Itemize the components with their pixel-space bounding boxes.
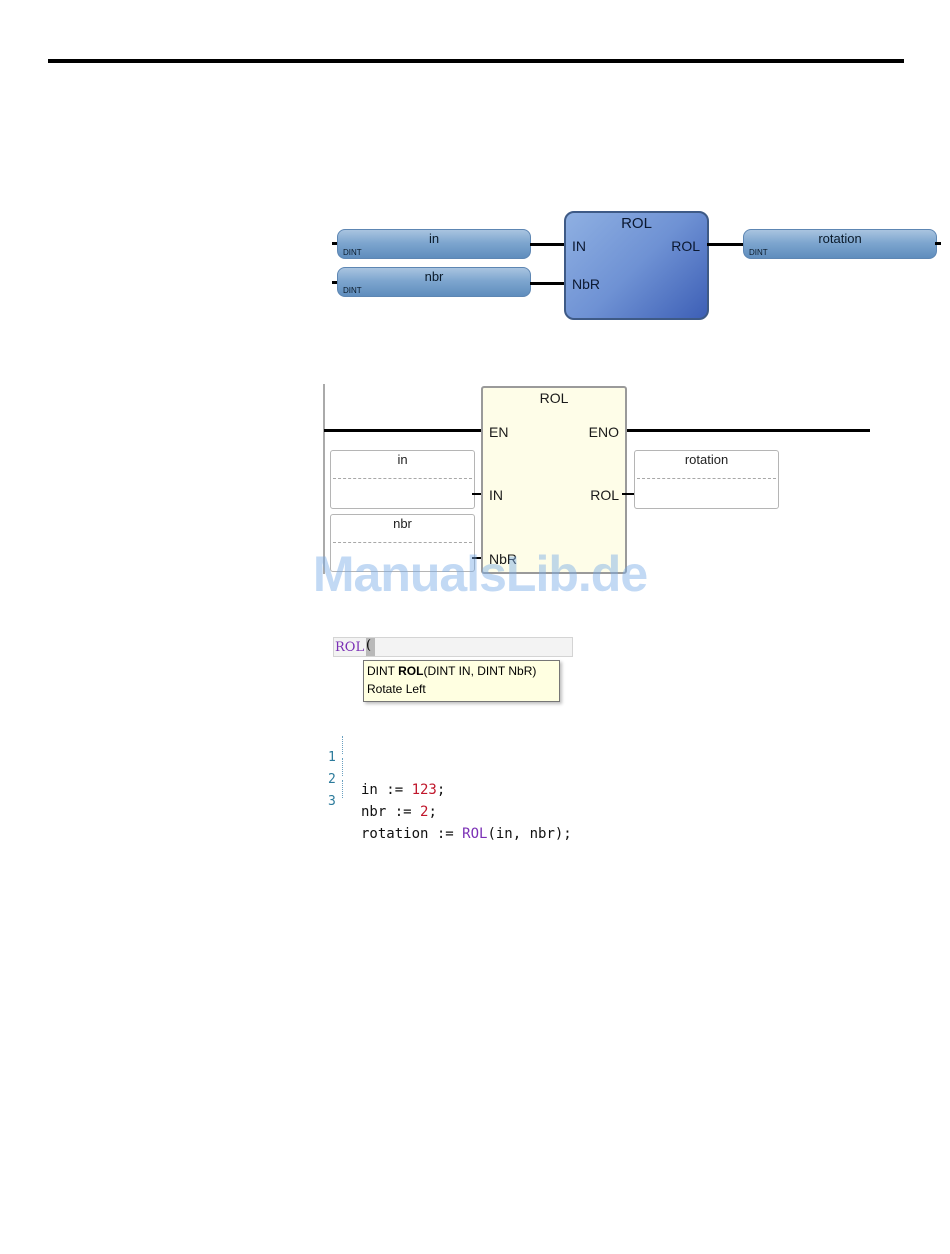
block-title: ROL	[566, 215, 707, 232]
ld-rung-line	[324, 429, 484, 432]
variable-name: nbr	[331, 516, 474, 531]
wire	[530, 243, 566, 246]
cursor-paren: (	[366, 638, 375, 656]
gutter-marker	[342, 758, 343, 776]
editor-input-line[interactable]: ROL (	[333, 637, 573, 657]
ld-rung-line	[624, 429, 870, 432]
code-number: 123	[412, 782, 437, 798]
code-text: nbr := 2;	[361, 804, 437, 820]
code-part: rotation :=	[361, 826, 462, 842]
signature-args: (DINT IN, DINT NbR)	[423, 664, 536, 678]
wire-stub	[622, 493, 634, 495]
watermark: ManualsLib.de	[290, 545, 670, 603]
ld-variable-in[interactable]: in	[330, 450, 475, 509]
divider	[637, 478, 776, 479]
divider	[333, 478, 472, 479]
variable-name: in	[331, 452, 474, 467]
st-code-editor[interactable]: 1 in := 123; 2 nbr := 2; 3 rotation := R…	[328, 734, 362, 800]
line-number: 3	[328, 794, 340, 809]
block-title: ROL	[483, 390, 625, 406]
variable-name: rotation	[635, 452, 778, 467]
pin-in-label: IN	[572, 238, 586, 254]
code-part: ;	[437, 782, 445, 798]
pin-out-label: ROL	[671, 238, 700, 254]
fbd-rol-block[interactable]: ROL IN NbR ROL	[564, 211, 709, 320]
code-text: rotation := ROL(in, nbr);	[361, 826, 572, 842]
code-line: 2 nbr := 2;	[328, 756, 362, 778]
wire-stub	[935, 242, 941, 245]
signature-tooltip: DINT ROL(DINT IN, DINT NbR) Rotate Left	[363, 660, 560, 702]
signature-prefix: DINT	[367, 664, 398, 678]
code-part: (in, nbr);	[487, 826, 571, 842]
tooltip-description: Rotate Left	[367, 682, 426, 696]
variable-type: DINT	[343, 248, 362, 257]
pin-nbr-label: NbR	[572, 276, 600, 292]
typed-text: ROL	[335, 640, 364, 655]
code-line: 3 rotation := ROL(in, nbr);	[328, 778, 362, 800]
variable-name: rotation	[744, 231, 936, 246]
wire	[530, 282, 566, 285]
fbd-diagram: in DINT nbr DINT ROL IN NbR ROL rotation…	[0, 0, 950, 330]
ld-variable-rotation[interactable]: rotation	[634, 450, 779, 509]
variable-name: in	[338, 231, 530, 246]
code-part: nbr :=	[361, 804, 420, 820]
gutter-marker	[342, 780, 343, 798]
variable-name: nbr	[338, 269, 530, 284]
code-function: ROL	[462, 826, 487, 842]
signature-line: DINT ROL(DINT IN, DINT NbR)	[367, 664, 536, 678]
gutter-marker	[342, 736, 343, 754]
pin-en-label: EN	[489, 424, 508, 440]
wire	[707, 243, 745, 246]
signature-function-name: ROL	[398, 664, 423, 678]
fbd-variable-nbr[interactable]: nbr DINT	[337, 267, 531, 297]
code-part: in :=	[361, 782, 412, 798]
code-part: ;	[428, 804, 436, 820]
variable-type: DINT	[749, 248, 768, 257]
pin-in-label: IN	[489, 487, 503, 503]
code-line: 1 in := 123;	[328, 734, 362, 756]
divider	[333, 542, 472, 543]
variable-type: DINT	[343, 286, 362, 295]
fbd-variable-rotation[interactable]: rotation DINT	[743, 229, 937, 259]
pin-out-label: ROL	[590, 487, 619, 503]
code-text: in := 123;	[361, 782, 445, 798]
pin-eno-label: ENO	[589, 424, 619, 440]
fbd-variable-in[interactable]: in DINT	[337, 229, 531, 259]
